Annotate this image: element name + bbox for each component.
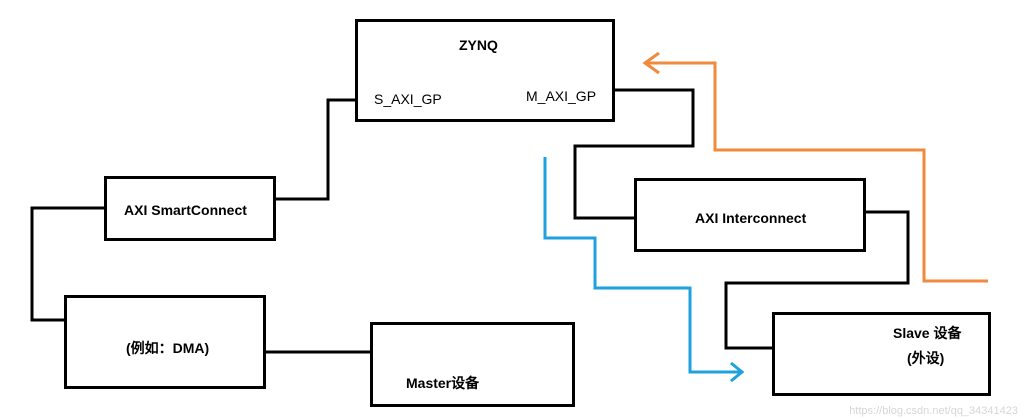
axi-interconnect-block: AXI Interconnect: [634, 178, 866, 252]
dma-label: (例如：DMA): [126, 340, 210, 356]
wire-zynq-to-interconnect: [573, 88, 695, 220]
slave-device-block: Slave 设备 (外设): [772, 312, 991, 396]
axi-smartconnect-label: AXI SmartConnect: [124, 202, 247, 218]
master-device-block: Master设备: [370, 322, 575, 407]
zynq-port-m-axi-gp: M_AXI_GP: [526, 88, 597, 104]
wire-smartconnect-to-dma: [30, 206, 104, 322]
dma-block: (例如：DMA): [64, 295, 266, 389]
zynq-title: ZYNQ: [459, 37, 498, 53]
blue-flow-arrow: [543, 157, 742, 374]
zynq-block: ZYNQ S_AXI_GP M_AXI_GP: [355, 19, 615, 122]
axi-interconnect-label: AXI Interconnect: [695, 210, 807, 226]
axi-smartconnect-block: AXI SmartConnect: [104, 176, 276, 241]
slave-device-label: Slave 设备: [893, 325, 962, 341]
blue-arrowhead: [730, 361, 745, 383]
watermark: https://blog.csdn.net/qq_34341423: [849, 405, 1018, 417]
orange-arrowhead: [642, 51, 660, 75]
master-device-label: Master设备: [406, 375, 480, 391]
zynq-port-s-axi-gp: S_AXI_GP: [374, 91, 442, 107]
slave-device-sublabel: (外设): [907, 350, 945, 366]
wire-smartconnect-to-zynq: [275, 98, 355, 201]
orange-flow-arrow: [645, 61, 988, 283]
wire-interconnect-to-slave-device: [724, 210, 910, 350]
